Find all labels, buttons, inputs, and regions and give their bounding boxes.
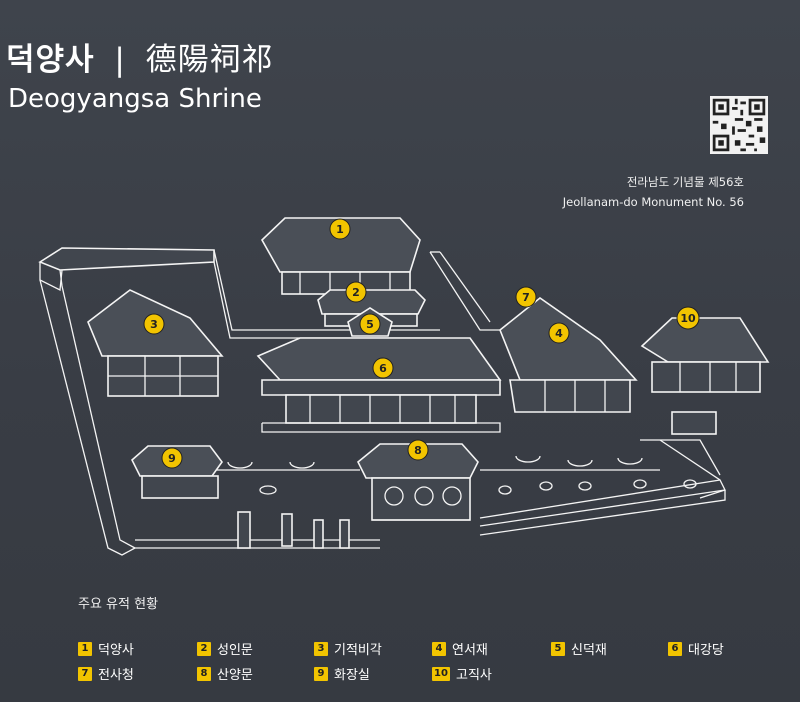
legend-number-1: 1 [78,641,92,656]
legend-item-4: 4 연서재 [432,639,488,658]
building-6-lecture-hall [256,337,502,433]
monument-english: Jeollanam-do Monument No. 56 [562,195,744,209]
wall-ornaments [227,455,697,495]
qr-code [710,96,768,154]
monument-designation: 전라남도 기념물 제56호 Jeollanam-do Monument No. … [563,172,744,212]
title-divider: | [114,42,126,78]
title-korean-text: 덕양사 [6,42,95,78]
svg-text:1: 1 [336,223,344,236]
legend-item-3: 3 기적비각 [314,639,382,658]
legend-label-10: 고직사 [456,668,492,683]
marker-2[interactable]: 2 [345,281,367,303]
marker-1[interactable]: 1 [329,218,351,240]
stone-posts [237,511,350,549]
svg-text:5: 5 [366,318,374,331]
legend-label-8: 산양문 [217,668,253,683]
marker-6[interactable]: 6 [372,357,394,379]
legend-label-1: 덕양사 [98,643,134,658]
marker-10[interactable]: 10 [676,306,700,330]
legend-item-6: 6 대강당 [668,639,724,658]
legend-number-9: 9 [314,666,328,681]
marker-3[interactable]: 3 [143,313,165,335]
legend-number-8: 8 [197,666,211,681]
legend-label-7: 전사청 [98,668,134,683]
marker-4[interactable]: 4 [548,322,570,344]
legend-number-4: 4 [432,641,446,656]
legend-number-2: 2 [197,641,211,656]
legend-heading: 주요 유적 현황 [78,597,159,612]
building-8-main-gate [356,443,479,521]
legend-number-6: 6 [668,641,682,656]
building-4-7-east-halls [499,297,638,413]
legend-label-2: 성인문 [217,643,253,658]
legend-number-3: 3 [314,641,328,656]
legend-item-7: 7 전사청 [78,664,134,683]
legend-label-6: 대강당 [688,643,724,658]
svg-text:8: 8 [414,444,422,457]
marker-8[interactable]: 8 [407,439,429,461]
legend-label-4: 연서재 [452,643,488,658]
building-3-stele-pavilion [87,289,224,397]
legend-item-1: 1 덕양사 [78,639,134,658]
svg-text:3: 3 [150,318,158,331]
title-english: Deogyangsa Shrine [8,84,262,114]
svg-text:10: 10 [680,312,696,325]
legend-item-5: 5 신덕재 [551,639,607,658]
legend-label-3: 기적비각 [334,643,382,658]
legend-item-10: 10 고직사 [432,664,492,683]
legend-label-9: 화장실 [334,668,370,683]
title-hanja-text: 德陽祠祁 [145,42,274,78]
marker-9[interactable]: 9 [161,447,183,469]
building-1-shrine [260,217,421,295]
svg-text:6: 6 [379,362,387,375]
svg-text:9: 9 [168,452,176,465]
monument-korean: 전라남도 기념물 제56호 [626,175,744,189]
legend-item-8: 8 산양문 [197,664,253,683]
legend-item-9: 9 화장실 [314,664,370,683]
legend-label-5: 신덕재 [571,643,607,658]
legend-item-2: 2 성인문 [197,639,253,658]
marker-5[interactable]: 5 [359,313,381,335]
title-korean: 덕양사 | 德陽祠祁 [6,34,274,79]
legend-number-7: 7 [78,666,92,681]
svg-text:7: 7 [522,291,530,304]
building-10-storehouse [640,317,770,435]
svg-text:2: 2 [352,286,360,299]
map-markers: 1 2 3 4 5 6 7 8 9 10 [143,218,700,469]
svg-text:4: 4 [555,327,563,340]
site-map: 1 2 3 4 5 6 7 8 9 10 [38,217,770,556]
compound-wall [38,247,726,556]
legend-number-10: 10 [432,666,450,681]
marker-7[interactable]: 7 [515,286,537,308]
legend-number-5: 5 [551,641,565,656]
